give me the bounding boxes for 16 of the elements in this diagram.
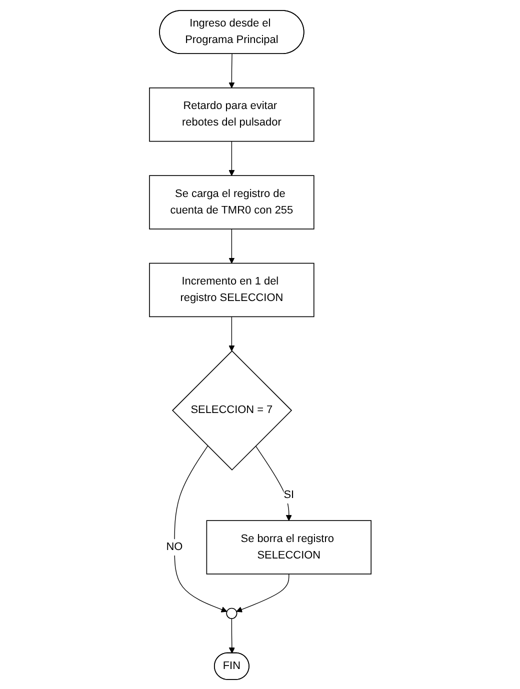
- arrow: [228, 618, 235, 653]
- arrow: [228, 140, 234, 176]
- node-diamond: SELECCION = 7: [172, 350, 292, 470]
- arrow: [236, 573, 289, 612]
- arrow: [174, 445, 227, 612]
- arrow: [228, 228, 234, 264]
- edge-label: NO: [166, 540, 182, 552]
- node-box: Se borra el registro SELECCION: [206, 520, 372, 574]
- node-box: Incremento en 1 del registro SELECCION: [148, 262, 314, 317]
- node-circle: [226, 607, 237, 618]
- node-box: Se carga el registro de cuenta de TMR0 con 255: [148, 174, 314, 229]
- arrow: [255, 445, 292, 520]
- arrow: [228, 316, 234, 351]
- edge-label: SI: [283, 488, 294, 500]
- arrow: [228, 53, 234, 88]
- node-box: Retardo para evitar rebotes del pulsador: [148, 86, 314, 142]
